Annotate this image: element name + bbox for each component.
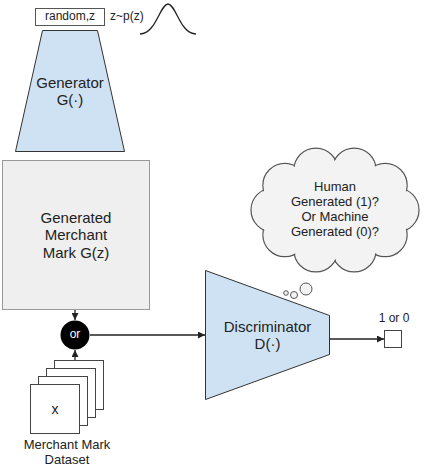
trapezoid-outline xyxy=(206,271,330,400)
node-outline xyxy=(30,360,104,434)
connector-arrow xyxy=(74,310,75,320)
node-label: 1 or 0 xyxy=(363,312,425,326)
image-card xyxy=(31,385,80,434)
connector-arrow xyxy=(330,338,384,339)
discriminator-trapezoid: Discriminator D(·) xyxy=(205,270,330,400)
node-label: Discriminator D(·) xyxy=(218,318,318,353)
dataset-stack: xMerchant Mark Dataset xyxy=(30,360,104,434)
connector-arrow xyxy=(90,334,205,335)
input-box: random,z xyxy=(35,8,105,26)
bell-curve xyxy=(140,4,196,34)
thought-bubble xyxy=(300,283,312,295)
selector-circle: or xyxy=(60,320,90,350)
thought-bubble xyxy=(284,291,289,296)
thought-bubble xyxy=(291,292,298,299)
node-label: Generator G(·) xyxy=(29,74,111,109)
distribution-label: z~p(z) xyxy=(110,10,144,24)
trapezoid-outline xyxy=(16,31,125,152)
generator-trapezoid: Generator G(·) xyxy=(15,30,125,152)
node-label: x xyxy=(30,384,80,434)
circle-outline xyxy=(61,321,90,350)
generated-image-box: Generated Merchant Mark G(z) xyxy=(2,160,150,310)
thought-cloud: Human Generated (1)? Or Machine Generate… xyxy=(245,145,425,275)
node-label: random,z xyxy=(45,10,95,24)
output-square: 1 or 0 xyxy=(384,330,402,348)
cloud-fill xyxy=(265,162,405,258)
node-label: or xyxy=(70,328,81,342)
node-label: Generated Merchant Mark G(z) xyxy=(32,209,120,261)
node-caption: Merchant Mark Dataset xyxy=(12,438,122,468)
connector-arrow xyxy=(74,350,75,360)
node-label: Human Generated (1)? Or Machine Generate… xyxy=(288,180,383,240)
